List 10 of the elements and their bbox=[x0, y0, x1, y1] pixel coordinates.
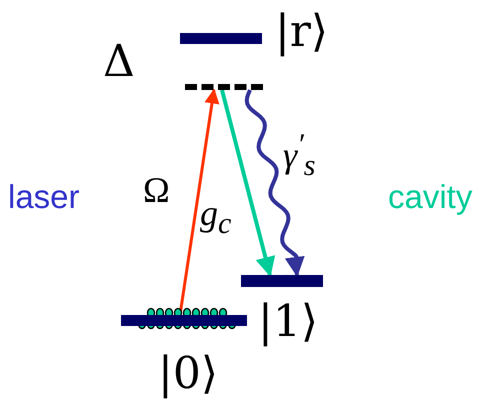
edge-label: g$_{c}$ bbox=[200, 195, 232, 240]
arrow bbox=[220, 90, 276, 277]
state-label: |1⟩ bbox=[258, 300, 318, 344]
wavy-arrow bbox=[244, 89, 305, 277]
laser-label: laser bbox=[8, 180, 80, 213]
edge-label: Ω bbox=[143, 172, 170, 208]
state-label: |r⟩ bbox=[275, 10, 328, 54]
state-label: |0⟩ bbox=[158, 352, 218, 396]
detuning-symbol: Δ bbox=[103, 40, 135, 84]
cavity-label: cavity bbox=[388, 180, 472, 213]
